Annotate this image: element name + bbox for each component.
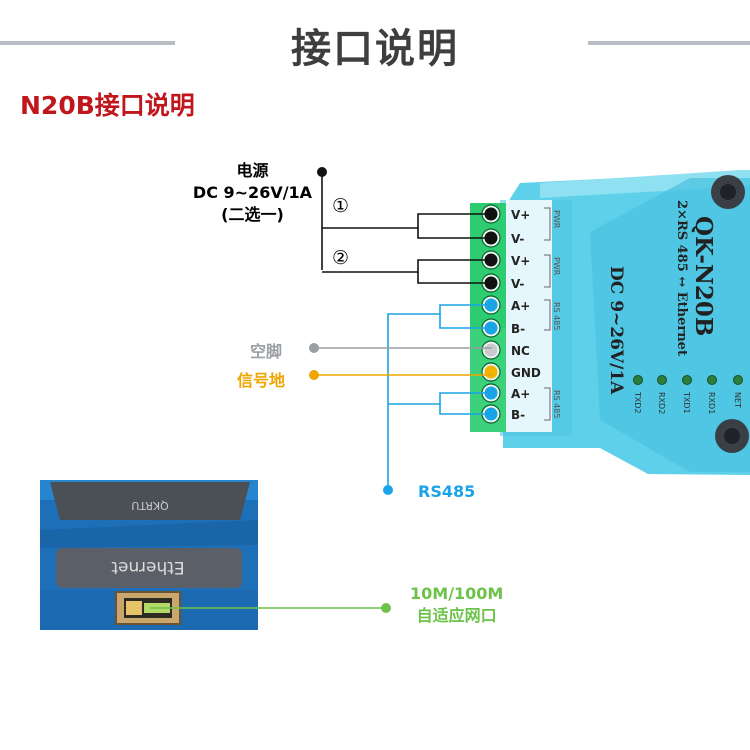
led [707,375,717,385]
led [733,375,743,385]
terminal-label: B- [511,322,525,336]
option-1-marker: ① [332,195,349,217]
terminal-group-bracket [544,207,551,241]
option-2-marker: ② [332,247,349,269]
terminal-group-bracket [544,299,551,331]
terminal-label: A+ [511,299,530,313]
terminal-screw [484,343,498,357]
rs485-label: RS485 [418,482,476,501]
led-row: NET RXD1 TXD1 RXD2 TXD2 [633,375,743,414]
device-model: QK-N20B [690,216,717,336]
terminal-label: NC [511,344,530,358]
power-label: 电源 DC 9~26V/1A (二选一) [150,160,355,226]
led [682,375,692,385]
led-label: TXD2 [633,391,642,414]
led-label: RXD2 [657,392,666,414]
device-power-spec: DC 9~26V/1A [606,266,626,395]
power-choice: (二选一) [221,205,284,224]
terminal-screw [484,365,498,379]
photo-port-label: Ethernet [111,557,185,577]
nc-dot [309,343,319,353]
power-wiring [321,172,492,284]
terminal-label: V+ [511,254,530,268]
ethernet-device-photo: QKRTU Ethernet [40,480,258,630]
led-label: RXD1 [707,392,716,414]
terminal-group-tags: PWR PWR RS 485 RS 485 [544,207,561,421]
led [657,375,667,385]
terminal-label: V+ [511,208,530,222]
terminal-group-bracket [544,387,551,421]
terminal-label: V- [511,232,524,246]
header-line-right [588,41,750,45]
terminal-group-tag: RS 485 [552,390,561,418]
rs485-wiring [387,304,492,490]
terminal-label: GND [511,366,541,380]
nc-label: 空脚 [250,342,283,361]
power-title: 电源 [236,161,269,180]
power-spec: DC 9~26V/1A [192,183,313,202]
ethernet-label: 10M/100M 自适应网口 [410,583,503,627]
terminal-group-bracket [544,254,551,288]
terminal-group-tag: PWR [552,210,561,229]
rs485-dot [383,485,393,495]
terminal-label-strip [506,200,552,432]
led [633,375,643,385]
section-title: N20B接口说明 [20,91,195,120]
terminal-group-tag: RS 485 [552,302,561,330]
device-protocol: 2×RS 485 ↔ Ethernet [674,200,689,356]
terminal-label: A+ [511,387,530,401]
led-label: NET [733,392,742,408]
device-text: QK-N20B 2×RS 485 ↔ Ethernet DC 9~26V/1A [606,200,717,395]
ethernet-desc: 自适应网口 [416,606,497,625]
terminal-group-tag: PWR [552,257,561,276]
photo-brand: QKRTU [131,499,169,512]
ethernet-dot [381,603,391,613]
power-source-dot [317,167,327,177]
page-title: 接口说明 [291,25,459,72]
terminal-block: V+ V- V+ V- A+ B- NC GND A+ B- [470,200,552,432]
terminal-label: B- [511,408,525,422]
ethernet-speed: 10M/100M [410,584,504,603]
gnd-dot [309,370,319,380]
terminal-label: V- [511,277,524,291]
led-label: TXD1 [682,391,691,414]
gnd-label: 信号地 [237,371,286,390]
rj45-led [126,601,142,615]
ethernet-panel [56,548,242,588]
header-line-left [0,41,175,45]
